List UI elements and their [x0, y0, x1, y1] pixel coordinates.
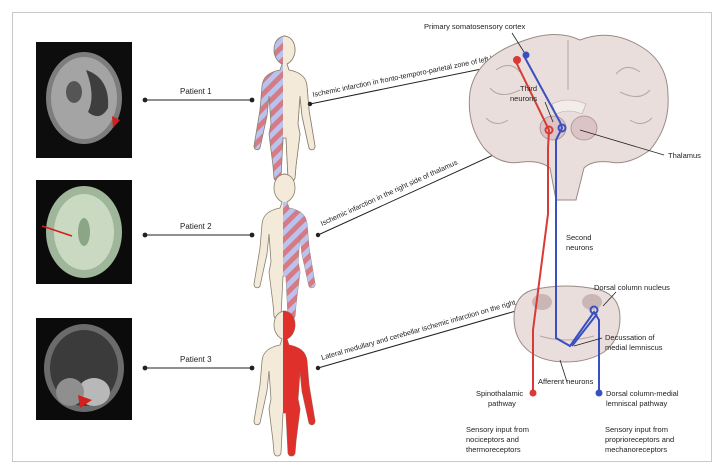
dcml-label-line2: lemniscal pathway	[606, 399, 668, 408]
medulla-section	[513, 285, 621, 363]
patient-1-label: Patient 1	[180, 87, 212, 96]
lesion-line-patient-3	[315, 305, 534, 371]
leader-lines	[511, 32, 665, 383]
dcml-pathway-line	[522, 51, 603, 397]
mri-scan-patient-2	[36, 180, 132, 284]
patient-1-connector	[142, 97, 255, 103]
patient-3-label: Patient 3	[180, 355, 212, 364]
proprioceptor-input-line1: Sensory input from	[605, 425, 668, 434]
second-neurons-label-line2: neurons	[566, 243, 593, 252]
nociceptor-input-line2: nociceptors and	[466, 435, 519, 444]
decussation-label-line1: Decussation of	[605, 333, 656, 342]
lesion-text-patient-2: Ischemic infarction in the right side of…	[319, 158, 459, 228]
third-neurons-label-line2: neurons	[510, 94, 537, 103]
dcml-label-line1: Dorsal column-medial	[606, 389, 679, 398]
mri-scan-patient-3	[36, 318, 132, 420]
proprioceptor-input-line3: mechanoreceptors	[605, 445, 667, 454]
third-neurons-label-line1: Third	[520, 84, 537, 93]
second-neurons-label-line1: Second	[566, 233, 591, 242]
decussation-label-line2: medial lemniscus	[605, 343, 663, 352]
spinothalamic-label-line2: pathway	[488, 399, 516, 408]
lesion-text-patient-3: Lateral medullary and cerebellar ischemi…	[320, 298, 516, 362]
spinothalamic-pathway-line	[513, 56, 554, 397]
nociceptor-input-line3: thermoreceptors	[466, 445, 521, 454]
patient-2-label: Patient 2	[180, 222, 212, 231]
thalamus-label: Thalamus	[668, 151, 701, 160]
dorsal-column-nucleus-label: Dorsal column nucleus	[594, 283, 670, 292]
patient-3-connector	[142, 365, 255, 371]
body-figure-patient-2	[253, 173, 316, 320]
body-figure-patient-1	[253, 35, 316, 182]
ct-scan-patient-1	[36, 42, 132, 158]
proprioceptor-input-line2: proprioreceptors and	[605, 435, 674, 444]
brain-coronal-section	[468, 34, 669, 201]
spinothalamic-label-line1: Spinothalamic	[476, 389, 523, 398]
figure-frame	[12, 12, 712, 462]
cortex-label: Primary somatosensory cortex	[424, 22, 526, 31]
patient-2-connector	[142, 232, 255, 238]
body-figure-patient-3	[253, 310, 316, 457]
nociceptor-input-line1: Sensory input from	[466, 425, 529, 434]
afferent-neurons-label: Afferent neurons	[538, 377, 594, 386]
